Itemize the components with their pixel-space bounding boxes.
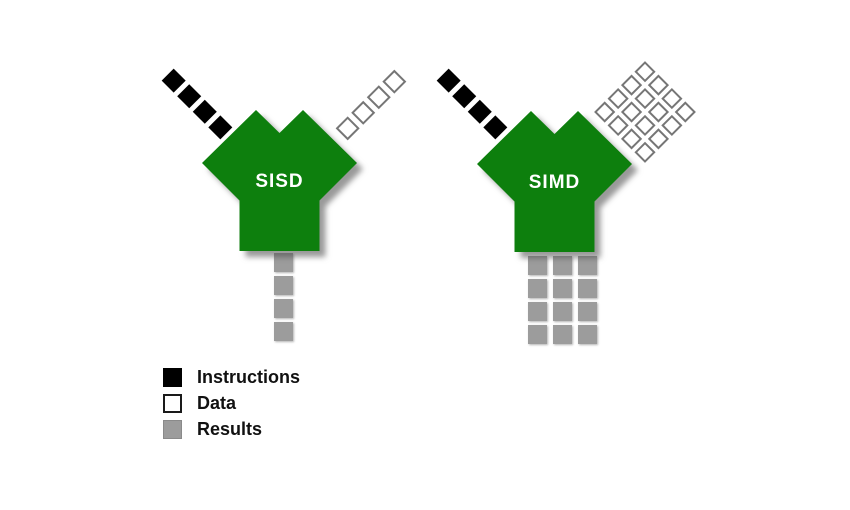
instruction-square [452, 84, 477, 109]
data-square [661, 114, 683, 137]
result-square [528, 302, 547, 321]
legend-label-data: Data [197, 393, 237, 413]
result-square [528, 325, 547, 344]
legend: Instructions Data Results [163, 367, 301, 439]
result-square [274, 299, 293, 318]
result-square [528, 256, 547, 275]
legend-label-results: Results [197, 419, 263, 439]
instruction-square [161, 68, 186, 93]
result-square [274, 322, 293, 341]
result-square [578, 279, 597, 298]
data-square [366, 85, 391, 110]
legend-label-instructions: Instructions [197, 367, 301, 387]
simd-label: SIMD [528, 172, 581, 193]
result-square [553, 325, 572, 344]
simd-funnel-polygon [477, 111, 632, 252]
sisd-funnel-polygon [202, 110, 357, 251]
instruction-square [436, 68, 461, 93]
sisd-results-column [274, 253, 293, 341]
data-square [674, 101, 696, 123]
instruction-square [177, 84, 202, 109]
sisd-processor-shape [202, 110, 357, 251]
result-square [553, 302, 572, 321]
simd-processor-shape [477, 111, 632, 252]
sisd-label: SISD [255, 171, 304, 192]
result-square [578, 256, 597, 275]
data-swatch [163, 394, 182, 413]
legend-item-data: Data [163, 393, 300, 413]
result-square [274, 253, 293, 272]
result-square [578, 325, 597, 344]
simd-results-grid [528, 256, 597, 344]
result-square [553, 279, 572, 298]
instructions-swatch [163, 368, 182, 387]
data-square [647, 128, 670, 150]
result-square [274, 276, 293, 295]
legend-item-instructions: Instructions [163, 367, 301, 387]
data-square [382, 69, 407, 94]
results-swatch [163, 420, 182, 439]
result-square [578, 302, 597, 321]
result-square [553, 256, 572, 275]
data-square [634, 141, 656, 163]
legend-item-results: Results [163, 419, 300, 439]
result-square [528, 279, 547, 298]
